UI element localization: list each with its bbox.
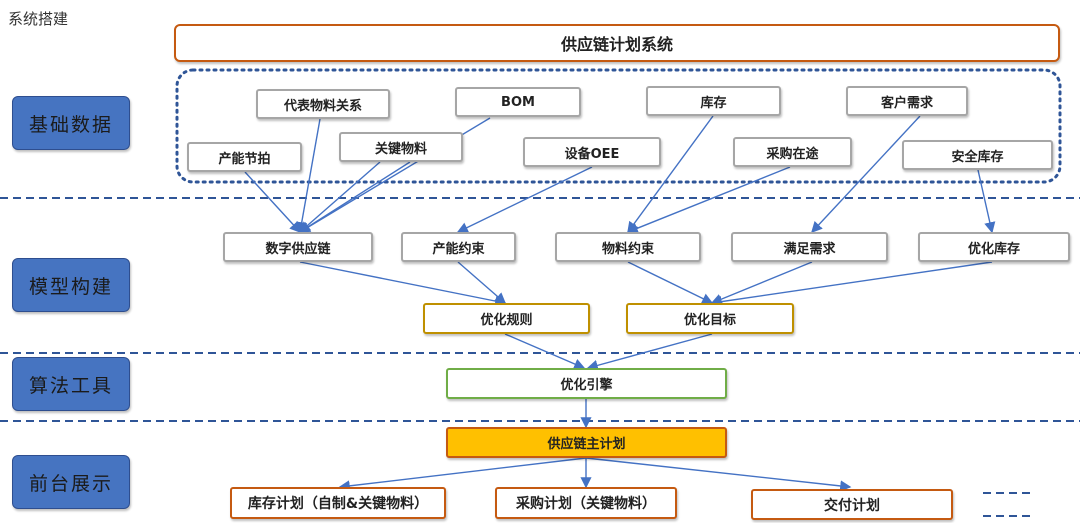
- arrow: [504, 333, 586, 370]
- arrow: [710, 261, 993, 308]
- arrow: [977, 169, 996, 234]
- node-supply-chain-master-plan: 供应链主计划: [446, 427, 727, 458]
- arrow: [296, 118, 321, 234]
- node-optimization-targets: 优化目标: [626, 303, 794, 334]
- arrow: [627, 261, 714, 304]
- node-meet-demand: 满足需求: [731, 232, 888, 262]
- arrow: [585, 457, 852, 492]
- node-equipment-oee: 设备OEE: [523, 137, 661, 167]
- node-optimization-engine: 优化引擎: [446, 368, 727, 399]
- layer-algorithm-tools: 算法工具: [12, 357, 130, 411]
- arrow: [586, 333, 713, 371]
- arrow: [456, 166, 593, 233]
- node-representative-materials: 代表物料关系: [256, 89, 390, 119]
- arrow: [457, 261, 507, 304]
- node-safety-stock: 安全库存: [902, 140, 1053, 170]
- node-capacity-takt: 产能节拍: [187, 142, 302, 172]
- node-purchase-in-transit: 采购在途: [733, 137, 852, 167]
- arrow: [811, 115, 921, 234]
- arrow: [244, 171, 301, 234]
- node-capacity-constraint: 产能约束: [401, 232, 516, 262]
- arrow: [627, 115, 714, 234]
- node-inventory-plan: 库存计划（自制&关键物料）: [230, 487, 446, 519]
- arrow: [626, 166, 791, 234]
- arrow: [710, 261, 813, 305]
- layer-model-build: 模型构建: [12, 258, 130, 312]
- node-optimization-rules: 优化规则: [423, 303, 590, 334]
- node-delivery-plan: 交付计划: [751, 489, 953, 520]
- arrow: [299, 261, 507, 307]
- node-material-constraint: 物料约束: [555, 232, 701, 262]
- section-caption: 系统搭建: [8, 10, 69, 28]
- system-title-box: 供应链计划系统: [174, 24, 1060, 62]
- node-key-materials: 关键物料: [339, 132, 463, 162]
- arrow: [298, 161, 381, 233]
- layer-frontend-display: 前台展示: [12, 455, 130, 509]
- arrow: [298, 161, 411, 233]
- node-optimize-inventory: 优化库存: [918, 232, 1070, 262]
- layer-base-data: 基础数据: [12, 96, 130, 150]
- node-inventory: 库存: [646, 86, 781, 116]
- node-purchase-plan: 采购计划（关键物料）: [495, 487, 677, 519]
- node-customer-demand: 客户需求: [846, 86, 968, 116]
- arrow: [338, 457, 587, 492]
- node-bom: BOM: [455, 87, 581, 117]
- node-digital-supply-chain: 数字供应链: [223, 232, 373, 262]
